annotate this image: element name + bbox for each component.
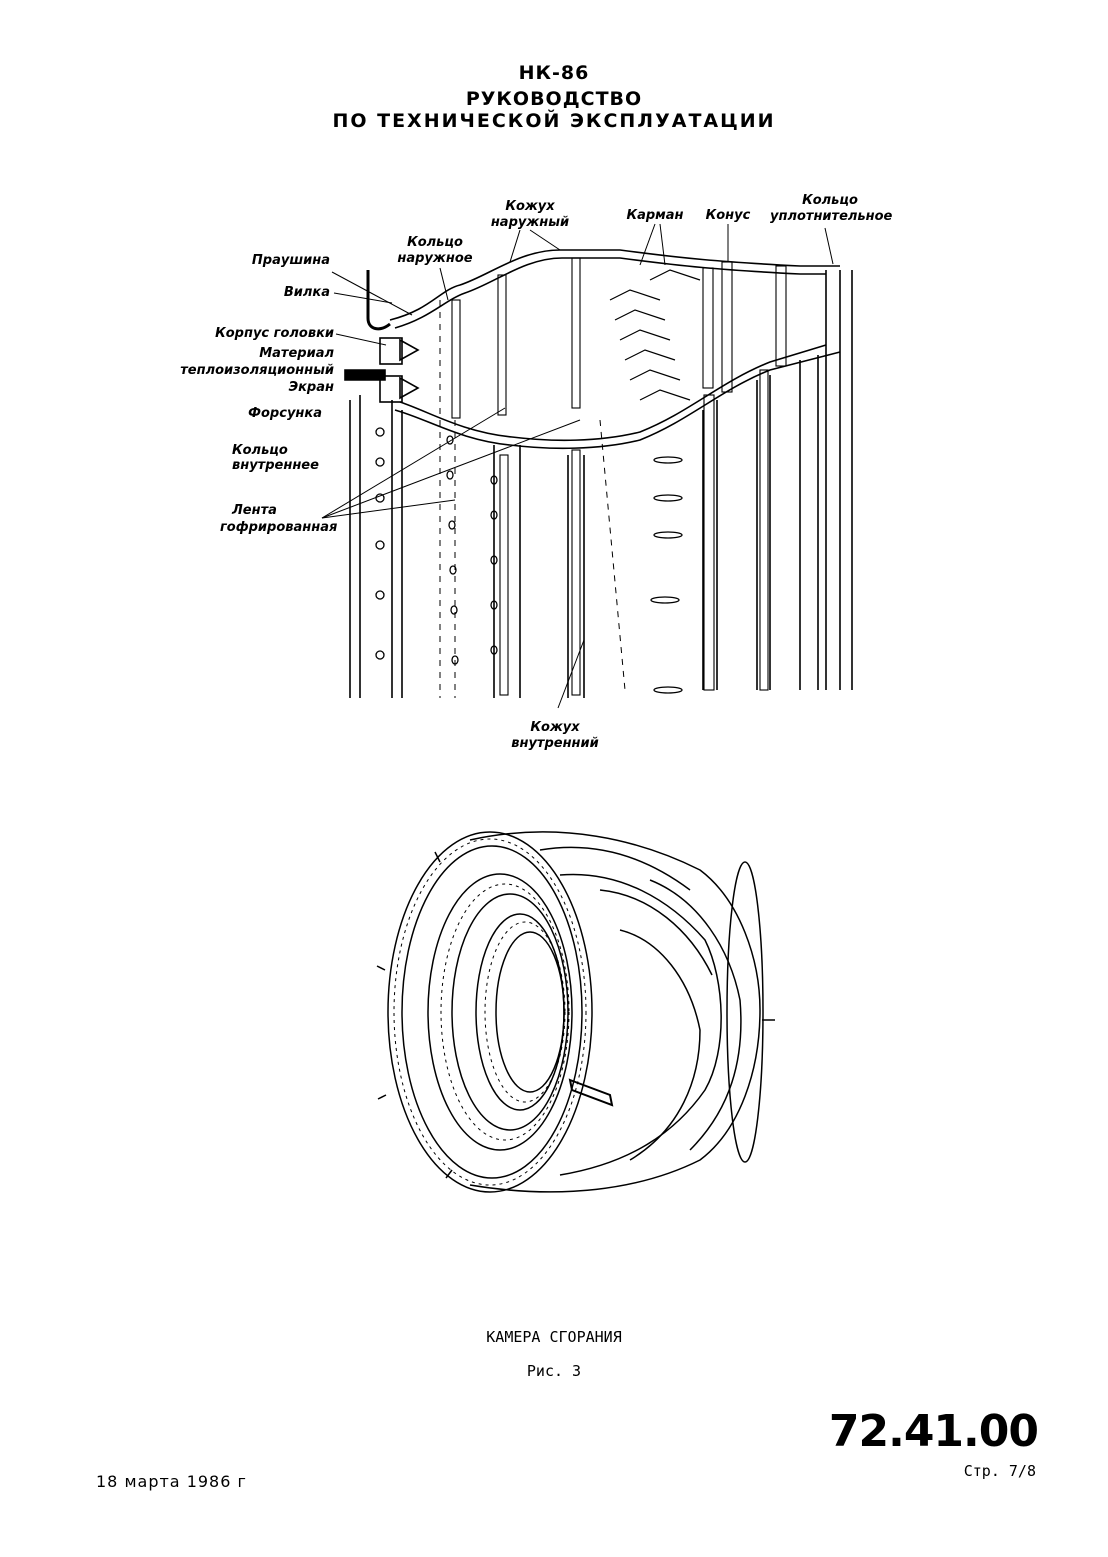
label-lenta-2: гофрированная	[220, 520, 338, 535]
label-koltso-upl-1: Кольцо	[802, 193, 858, 208]
combustion-chamber-isometric-drawing	[376, 831, 775, 1193]
figure-number: Рис. 3	[526, 1362, 582, 1380]
label-forsunka: Форсунка	[248, 406, 322, 421]
label-lenta-1: Лента	[232, 503, 277, 518]
page-number: Стр. 7/8	[963, 1462, 1036, 1480]
label-prushina: Праушина	[251, 253, 330, 268]
label-kozhukh-vnutr-1: Кожух	[530, 720, 580, 735]
manual-title-line1: РУКОВОДСТВО	[465, 88, 643, 110]
label-kozhukh-naruzh-2: наружный	[490, 215, 570, 230]
label-material-2: теплоизоляционный	[180, 363, 334, 378]
label-karman: Карман	[626, 208, 684, 223]
figure-title: КАМЕРА СГОРАНИЯ	[486, 1328, 622, 1346]
label-kozhukh-vnutr-2: внутренний	[511, 736, 599, 751]
label-korpus-golovki: Корпус головки	[215, 326, 334, 341]
engine-model: НК-86	[518, 62, 590, 84]
label-material-1: Материал	[259, 346, 334, 361]
label-konus: Конус	[705, 208, 751, 223]
label-koltso-naruzh-2: наружное	[397, 251, 473, 266]
issue-date: 18 марта 1986 г	[96, 1472, 247, 1491]
label-ekran: Экран	[288, 380, 334, 395]
document-number: 72.41.00	[828, 1406, 1039, 1457]
label-koltso-upl-2: уплотнительное	[770, 209, 893, 224]
label-koltso-vnutr-1: Кольцо	[232, 443, 288, 458]
label-vilka: Вилка	[283, 285, 330, 300]
manual-title-line2: ПО ТЕХНИЧЕСКОЙ ЭКСПЛУАТАЦИИ	[332, 110, 776, 132]
label-koltso-vnutr-2: внутреннее	[232, 458, 319, 473]
label-koltso-naruzh-1: Кольцо	[407, 235, 463, 250]
label-kozhukh-naruzh-1: Кожух	[505, 199, 555, 214]
